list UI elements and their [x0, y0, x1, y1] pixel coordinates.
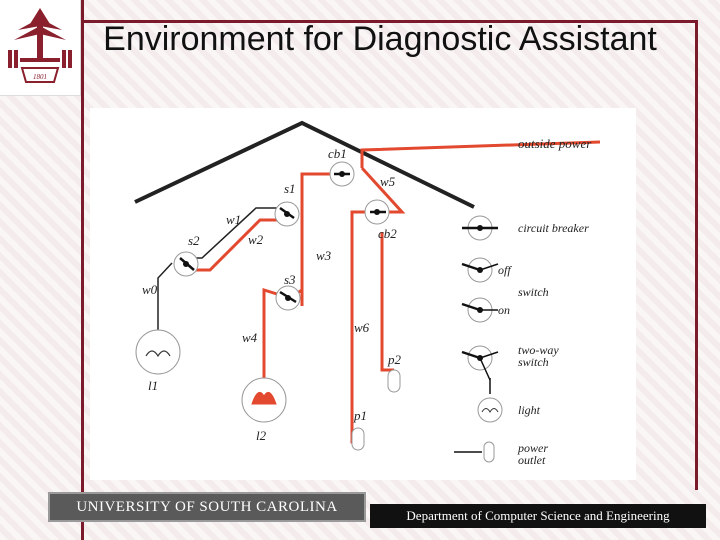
- label-w3: w3: [316, 248, 332, 263]
- legend-circuit-breaker: circuit breaker: [518, 221, 589, 235]
- legend: circuit breaker off switch on two-way sw…: [454, 215, 589, 467]
- wire-outside-power: [360, 140, 601, 168]
- university-logo: 1801: [0, 0, 81, 96]
- legend-two-way-2: switch: [518, 355, 549, 369]
- legend-outlet: outlet: [518, 453, 546, 467]
- label-l2: l2: [256, 428, 267, 443]
- wire-w2: [194, 218, 286, 272]
- frame-right-line: [695, 20, 698, 490]
- light-l1: [135, 329, 181, 375]
- label-w6: w6: [354, 320, 370, 335]
- legend-switch: switch: [518, 285, 549, 299]
- legend-on: on: [498, 303, 510, 317]
- slide-title: Environment for Diagnostic Assistant: [103, 20, 657, 58]
- outlet-p1: [351, 427, 365, 451]
- legend-light: light: [518, 403, 541, 417]
- wire-w0: [157, 262, 173, 340]
- frame-top-line: [81, 20, 695, 23]
- label-s1: s1: [284, 181, 296, 196]
- label-w0: w0: [142, 282, 158, 297]
- frame-vertical-line: [81, 0, 84, 540]
- label-s2: s2: [188, 233, 200, 248]
- logo-year: 1801: [33, 73, 47, 81]
- outlet-p2: [387, 369, 401, 393]
- label-w1: w1: [226, 212, 241, 227]
- wire-cb1: [300, 172, 342, 214]
- label-cb2: cb2: [378, 226, 397, 241]
- label-p1: p1: [353, 408, 367, 423]
- label-s3: s3: [284, 272, 296, 287]
- label-p2: p2: [387, 352, 402, 367]
- wiring-diagram: outside power cb1 cb2 s1 s2 s3 w0 w1 w2 …: [90, 108, 636, 480]
- wire-w6: [380, 232, 394, 372]
- legend-two-way-1: two-way: [518, 343, 559, 357]
- roof-line: [134, 120, 475, 209]
- label-w2: w2: [248, 232, 264, 247]
- label-outside-power: outside power: [518, 136, 592, 151]
- footer-university: UNIVERSITY OF SOUTH CAROLINA: [48, 492, 366, 522]
- legend-off: off: [498, 263, 512, 277]
- label-w5: w5: [380, 174, 396, 189]
- black-wires: [157, 207, 286, 340]
- label-l1: l1: [148, 378, 158, 393]
- label-w4: w4: [242, 330, 258, 345]
- footer-department: Department of Computer Science and Engin…: [370, 504, 706, 528]
- legend-power: power: [517, 441, 548, 455]
- label-cb1: cb1: [328, 146, 347, 161]
- red-wires: [194, 140, 601, 444]
